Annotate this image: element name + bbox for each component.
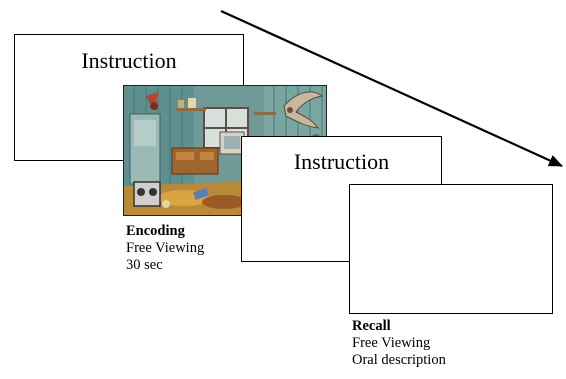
recall-heading: Recall (352, 318, 391, 334)
encoding-line-1: Free Viewing (126, 240, 205, 256)
recall-line-1: Free Viewing (352, 335, 431, 351)
encoding-caption: Encoding Free Viewing 30 sec (126, 223, 204, 274)
instruction-label-2: Instruction (293, 149, 390, 174)
instruction-label-1: Instruction (81, 48, 177, 73)
recall-line-2: Oral description (352, 352, 446, 368)
encoding-heading: Encoding (126, 223, 185, 239)
recall-blank-frame (349, 184, 553, 314)
recall-caption: Recall Free Viewing Oral description (352, 318, 446, 369)
encoding-line-2: 30 sec (126, 257, 163, 273)
